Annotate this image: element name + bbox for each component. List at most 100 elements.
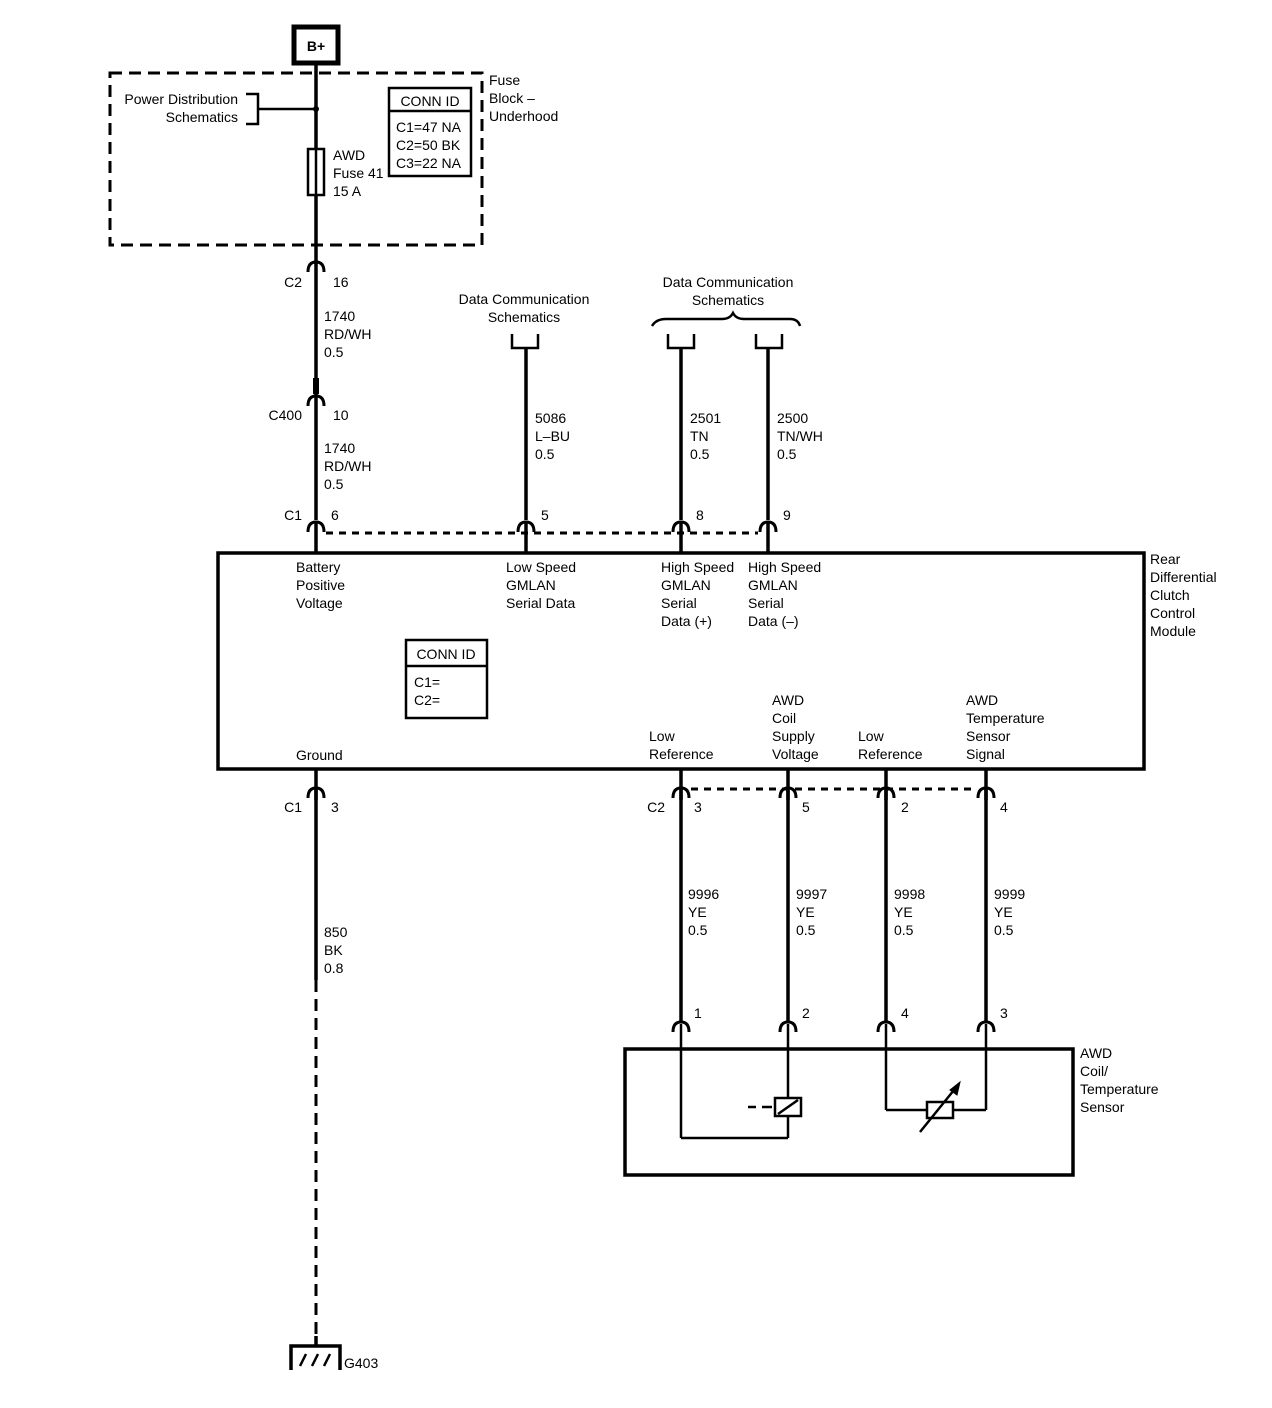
wire-9997-line-2: YE: [796, 904, 815, 920]
connector-c1-ground-name: C1: [284, 799, 302, 815]
sensor-pin-2: 2: [802, 1005, 810, 1021]
module-conn-id-line-1: C1=: [414, 674, 440, 690]
pin-lsd-line-1: Low Speed: [506, 559, 576, 575]
wire-9996-line-3: 0.5: [688, 922, 708, 938]
wire-1740-upper: 1740 RD/WH 0.5: [313, 262, 371, 396]
wire-1740b-line-3: 0.5: [324, 476, 344, 492]
data-communication-reference-single[interactable]: Data Communication Schematics: [459, 291, 590, 350]
fuse-block-name-line-2: Block –: [489, 90, 535, 106]
wire-9997-line-3: 0.5: [796, 922, 816, 938]
pin-tempsig-line-2: Temperature: [966, 710, 1045, 726]
module-conn-id-title: CONN ID: [416, 646, 475, 662]
data-communication-reference-pair[interactable]: Data Communication Schematics: [650, 274, 802, 350]
module-name-line-3: Clutch: [1150, 587, 1190, 603]
wire-5086-line-3: 0.5: [535, 446, 555, 462]
pin-tempsig-line-4: Signal: [966, 746, 1005, 762]
pin-lowref2-line-1: Low: [858, 728, 885, 744]
connector-c2-sup-pin: 5: [802, 799, 810, 815]
wire-9998-line-3: 0.5: [894, 922, 914, 938]
coil-icon: [748, 1096, 803, 1118]
pin-hsp-line-3: Serial: [661, 595, 697, 611]
pin-ground-line-1: Ground: [296, 747, 343, 763]
pin-lowref1-line-1: Low: [649, 728, 676, 744]
fuse-block-name-line-1: Fuse: [489, 72, 520, 88]
pin-hsm-line-4: Data (–): [748, 613, 799, 629]
fuse-block-name-line-3: Underhood: [489, 108, 558, 124]
pin-coilsup-line-4: Voltage: [772, 746, 819, 762]
connector-c2-lr1-pin: 3: [694, 799, 702, 815]
wire-850-line-2: BK: [324, 942, 343, 958]
module-name-line-1: Rear: [1150, 551, 1181, 567]
module-conn-id-line-2: C2=: [414, 692, 440, 708]
pin-tempsig-line-3: Sensor: [966, 728, 1011, 744]
connector-c1-battery-name: C1: [284, 507, 302, 523]
wire-1740b-line-2: RD/WH: [324, 458, 371, 474]
pin-hsp-line-4: Data (+): [661, 613, 712, 629]
module-name-line-2: Differential: [1150, 569, 1217, 585]
connector-c1-pin-3: C1 3: [284, 769, 339, 815]
wire-9998-line-1: 9998: [894, 886, 925, 902]
connector-c2-lower-name: C2: [647, 799, 665, 815]
pin-lsd-line-2: GMLAN: [506, 577, 556, 593]
pin-hsp-line-1: High Speed: [661, 559, 734, 575]
pin-coilsup-line-2: Coil: [772, 710, 796, 726]
fuse-line-2: Fuse 41: [333, 165, 384, 181]
wire-1740a-line-2: RD/WH: [324, 326, 371, 342]
fuse-block-conn-id-table: CONN ID C1=47 NA C2=50 BK C3=22 NA: [387, 86, 473, 178]
pin-battery-line-1: Battery: [296, 559, 340, 575]
wire-2501-line-1: 2501: [690, 410, 721, 426]
connector-c1-hsm-pin: 9: [783, 507, 791, 523]
fuse-block-underhood: Fuse Block – Underhood: [108, 71, 558, 247]
module-name-line-5: Module: [1150, 623, 1196, 639]
wire-5086-line-2: L–BU: [535, 428, 570, 444]
connector-c1-hsp-pin: 8: [696, 507, 704, 523]
rear-differential-clutch-control-module: Rear Differential Clutch Control Module …: [216, 551, 1217, 771]
ground-g403: G403: [289, 1336, 378, 1371]
fuse-conn-id-line-3: C3=22 NA: [396, 155, 462, 171]
data-comm-single-line-1: Data Communication: [459, 291, 590, 307]
wire-9998-line-2: YE: [894, 904, 913, 920]
connector-c400-pin-10: C400 10: [269, 394, 349, 423]
wire-2500-line-3: 0.5: [777, 446, 797, 462]
wire-1740a-line-3: 0.5: [324, 344, 344, 360]
awd-coil-temperature-sensor: AWD Coil/ Temperature Sensor: [623, 1024, 1159, 1177]
pin-coilsup-line-1: AWD: [772, 692, 804, 708]
connector-c1-upper: C1 6 5 8 9: [284, 507, 791, 553]
power-distribution-reference[interactable]: Power Distribution Schematics: [124, 91, 319, 126]
sensor-name-line-4: Sensor: [1080, 1099, 1125, 1115]
battery-positive-source: B+: [291, 24, 341, 66]
pin-battery-line-2: Positive: [296, 577, 345, 593]
pin-lowref2-line-2: Reference: [858, 746, 923, 762]
connector-c400-name: C400: [269, 407, 303, 423]
pin-lsd-line-3: Serial Data: [506, 595, 575, 611]
wire-9997-line-1: 9997: [796, 886, 827, 902]
wire-2500-line-2: TN/WH: [777, 428, 823, 444]
wire-850-line-3: 0.8: [324, 960, 344, 976]
connector-c2-top-name: C2: [284, 274, 302, 290]
data-comm-pair-line-1: Data Communication: [663, 274, 794, 290]
wire-9996: 9996 YE 0.5: [679, 788, 719, 1022]
data-comm-pair-line-2: Schematics: [692, 292, 764, 308]
pin-hsp-line-2: GMLAN: [661, 577, 711, 593]
connector-c2-lr2-pin: 2: [901, 799, 909, 815]
fuse-line-3: 15 A: [333, 183, 362, 199]
connector-c1-lsd-pin: 5: [541, 507, 549, 523]
connector-c400-pin: 10: [333, 407, 349, 423]
pin-hsm-line-3: Serial: [748, 595, 784, 611]
ground-label: G403: [344, 1355, 378, 1371]
sensor-name-line-3: Temperature: [1080, 1081, 1159, 1097]
pin-hsm-line-1: High Speed: [748, 559, 821, 575]
wire-2500-line-1: 2500: [777, 410, 808, 426]
wire-9999-line-2: YE: [994, 904, 1013, 920]
data-comm-single-line-2: Schematics: [488, 309, 560, 325]
connector-c2-sig-pin: 4: [1000, 799, 1008, 815]
pin-hsm-line-2: GMLAN: [748, 577, 798, 593]
wire-5086-line-1: 5086: [535, 410, 566, 426]
pin-coilsup-line-3: Supply: [772, 728, 815, 744]
wire-850: 850 BK 0.8: [314, 788, 348, 1342]
wire-1740a-line-1: 1740: [324, 308, 355, 324]
connector-sensor: 1 2 4 3: [671, 1005, 1008, 1033]
power-distribution-line-2: Schematics: [166, 109, 238, 125]
power-distribution-line-1: Power Distribution: [124, 91, 238, 107]
